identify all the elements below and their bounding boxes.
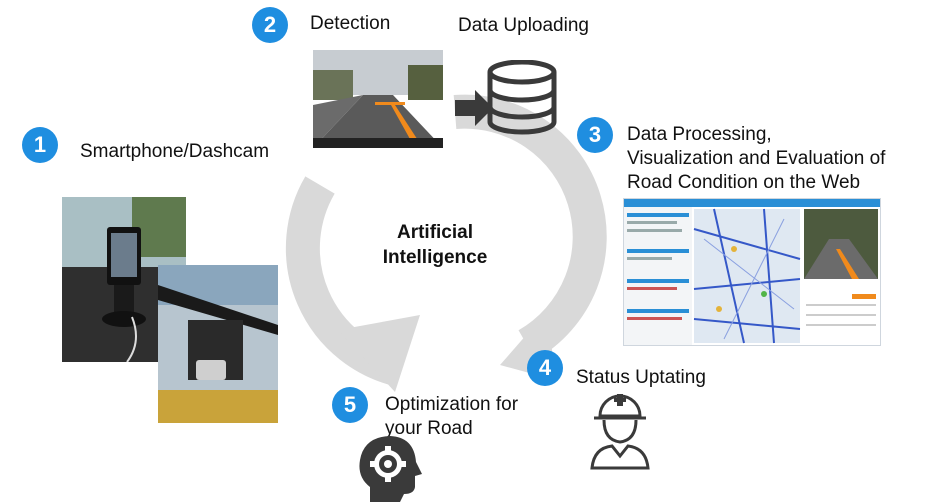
dashcam-photo: [158, 265, 278, 423]
step-5-badge: 5: [332, 387, 368, 423]
step-1-badge: 1: [22, 127, 58, 163]
upload-arrow-icon: [455, 90, 493, 126]
center-title: Artificial Intelligence: [360, 220, 510, 270]
step-3-line1: Data Processing,: [627, 124, 772, 145]
step-2-label: Detection: [310, 13, 391, 34]
worker-helmet-icon: [590, 394, 650, 470]
road-scene: [313, 50, 443, 148]
step-5-label: Optimization for your Road: [385, 393, 518, 441]
step-3-badge: 3: [577, 117, 613, 153]
center-title-line2: Intelligence: [382, 247, 488, 268]
step-5-line2: your Road: [385, 418, 473, 439]
step-3-line2: Visualization and Evaluation of: [627, 148, 886, 169]
step-5-line1: Optimization for: [385, 394, 519, 415]
head-gear-icon: [359, 436, 422, 502]
step-1-label: Smartphone/Dashcam: [80, 141, 270, 162]
web-dashboard-image: [623, 198, 881, 346]
step-4-badge: 4: [527, 350, 563, 386]
step-3-label: Data Processing, Visualization and Evalu…: [627, 123, 885, 195]
detection-road-image: [313, 50, 443, 148]
dashboard-mock: [624, 199, 880, 345]
database-icon: [487, 60, 557, 135]
step-3-line3: Road Condition on the Web: [627, 172, 861, 193]
center-title-line1: Artificial: [396, 222, 474, 243]
step-4-label: Status Uptating: [576, 367, 706, 388]
dashcam-image: [158, 265, 278, 423]
upload-label: Data Uploading: [458, 15, 589, 36]
step-2-badge: 2: [252, 7, 288, 43]
